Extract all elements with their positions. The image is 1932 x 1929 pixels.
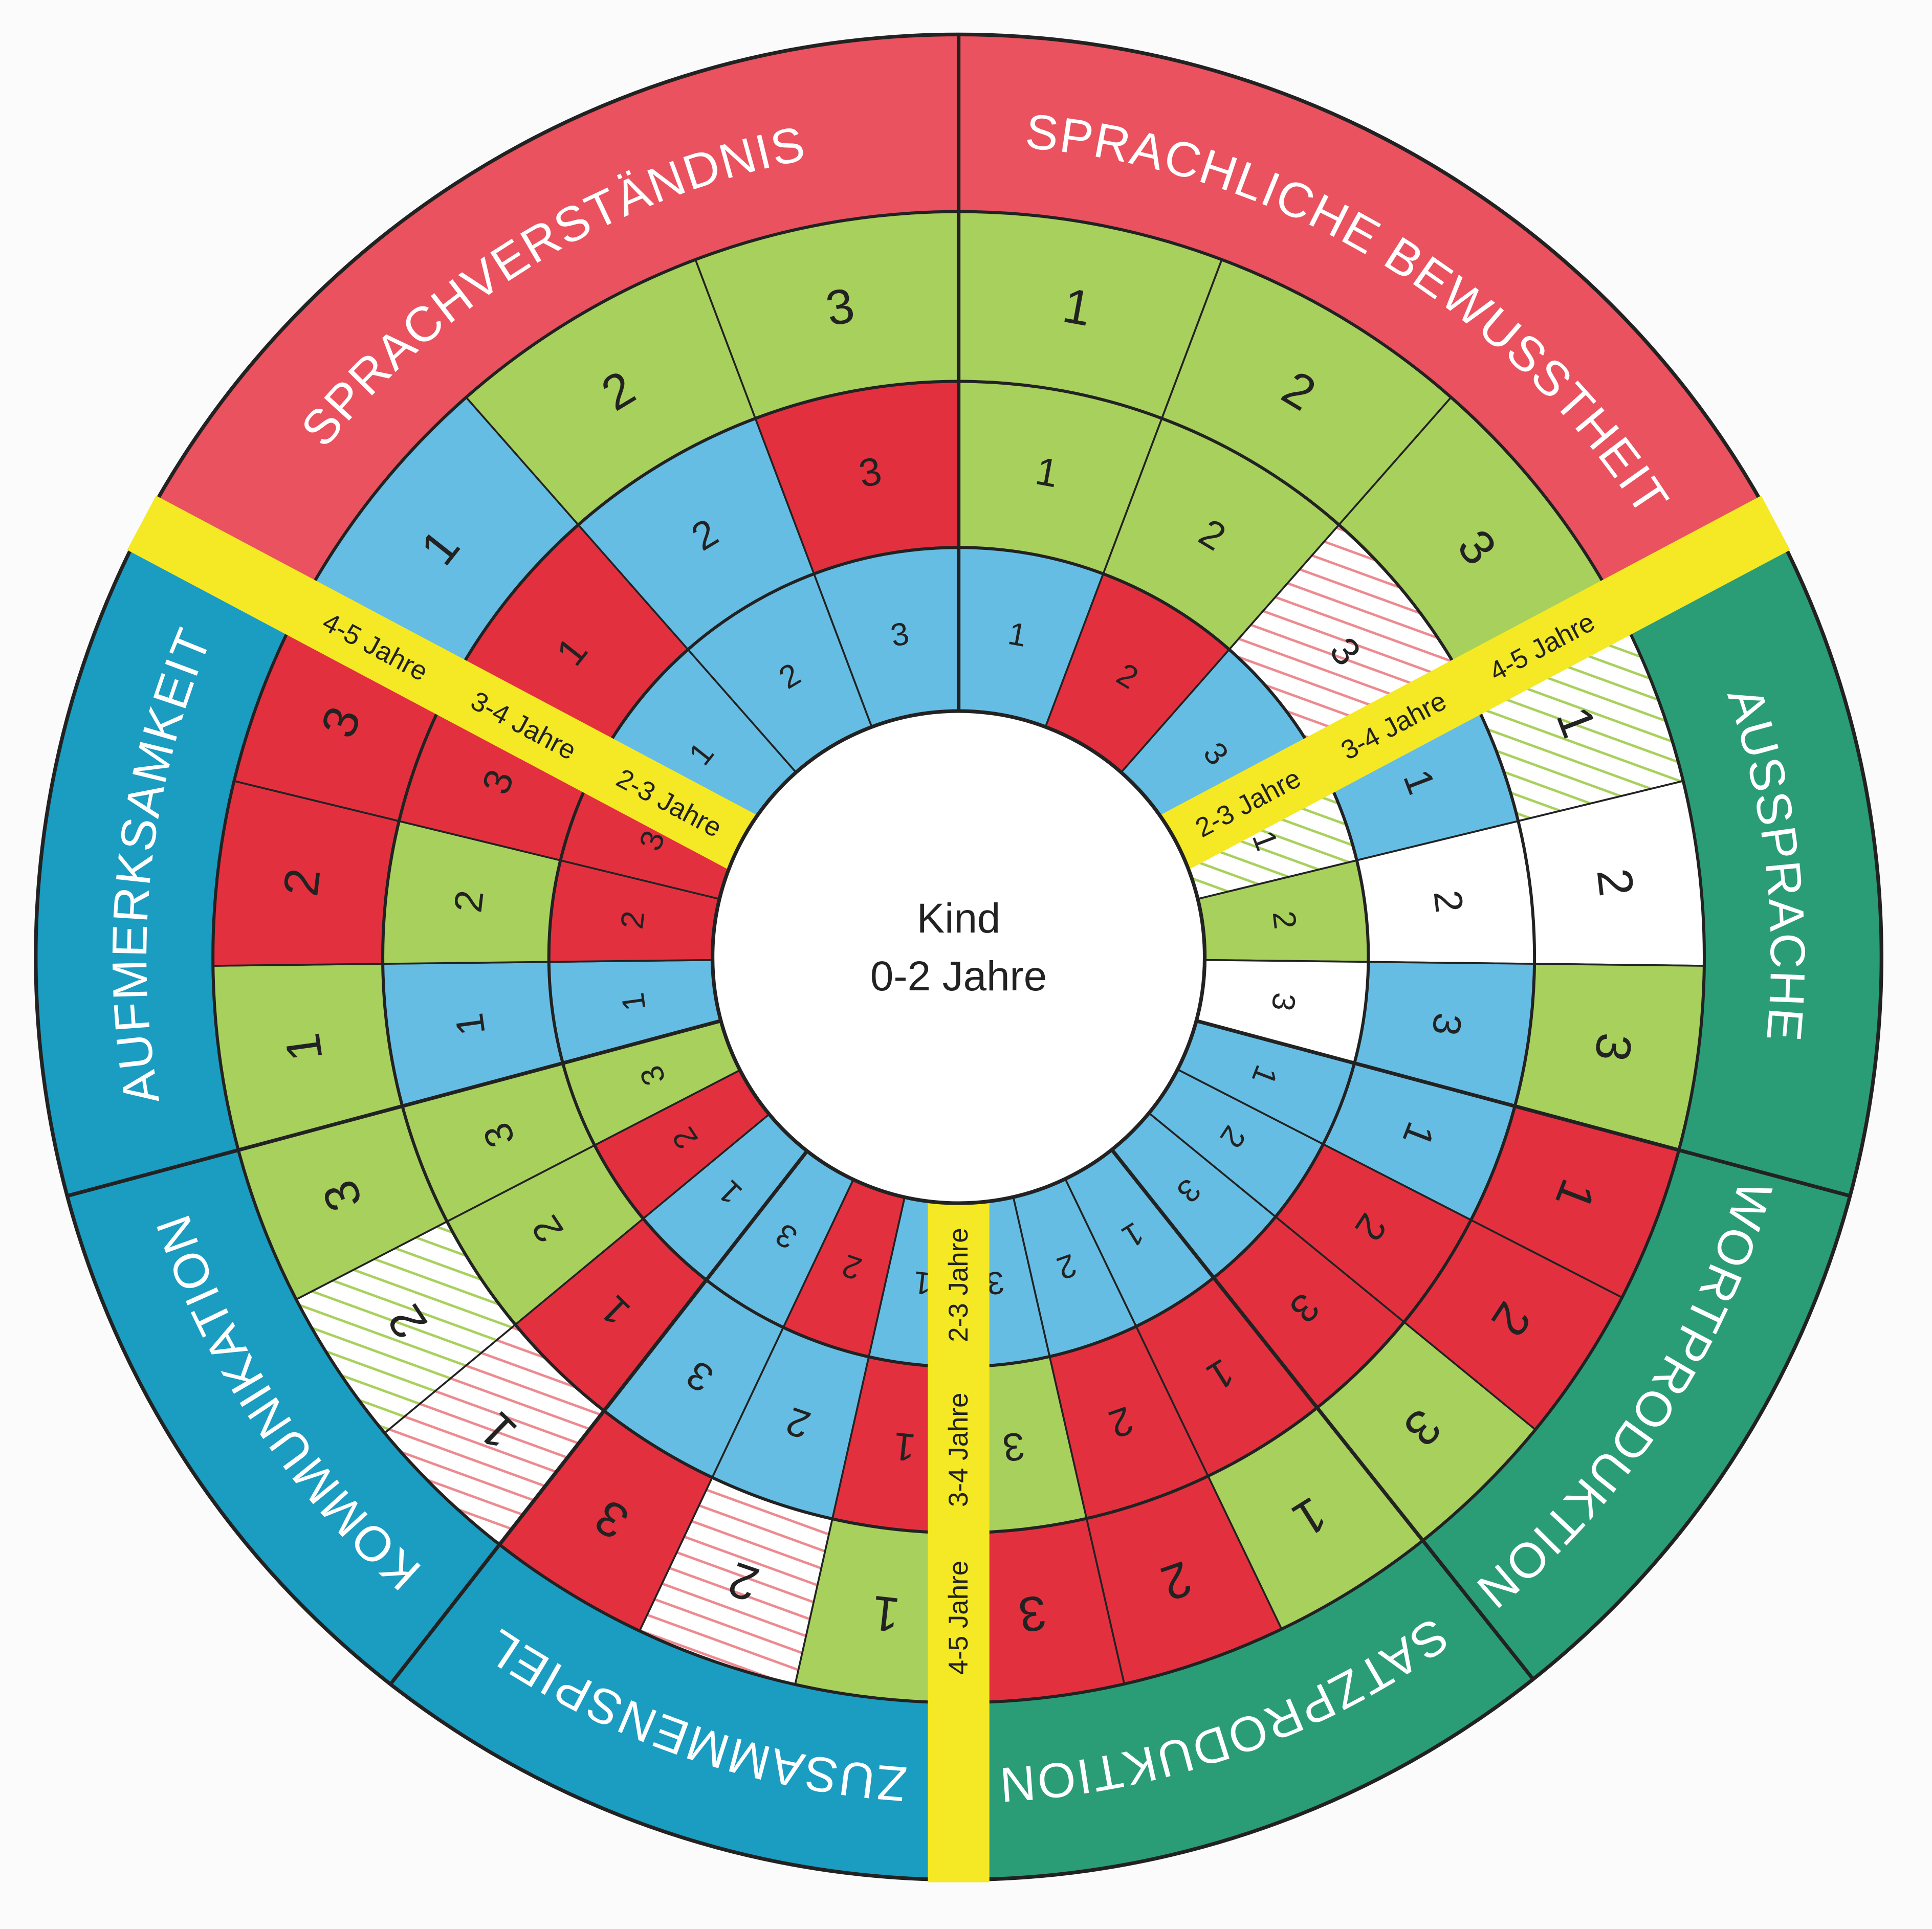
cell-number: 2 [273, 866, 331, 899]
cell-number: 2 [1587, 866, 1644, 899]
category-divider [1196, 1019, 1851, 1198]
category-divider [1110, 1148, 1535, 1680]
cell-number: 2 [614, 909, 651, 930]
center-circle [710, 709, 1207, 1205]
center-label-line1: Kind [917, 895, 1001, 942]
cell-number: 1 [869, 1585, 903, 1643]
category-band [958, 34, 1774, 607]
category-band [35, 524, 300, 1196]
category-band [67, 1150, 500, 1684]
category-divider [389, 1149, 809, 1686]
cell-number: 2 [1425, 888, 1471, 915]
cell-number: 2 [1266, 909, 1303, 930]
age-strip [1161, 495, 1790, 869]
category-band [143, 34, 959, 607]
age-strip [127, 495, 756, 869]
cell-number: 3 [1016, 1585, 1049, 1642]
cell-number: 2 [446, 888, 492, 915]
category-band [390, 1544, 959, 1880]
age-label: 3-4 Jahre [943, 1393, 974, 1507]
category-divider [67, 1019, 721, 1198]
category-band [1617, 524, 1882, 1196]
category-band [958, 1540, 1533, 1880]
category-band [1422, 1150, 1850, 1679]
age-label: 2-3 Jahre [943, 1228, 974, 1342]
cell-number: 3 [1000, 1424, 1027, 1470]
age-label: 4-5 Jahre [943, 1561, 974, 1675]
center-label-line2: 0-2 Jahre [870, 953, 1047, 1000]
cell-number: 1 [891, 1424, 917, 1470]
age-strip [928, 1203, 990, 1882]
